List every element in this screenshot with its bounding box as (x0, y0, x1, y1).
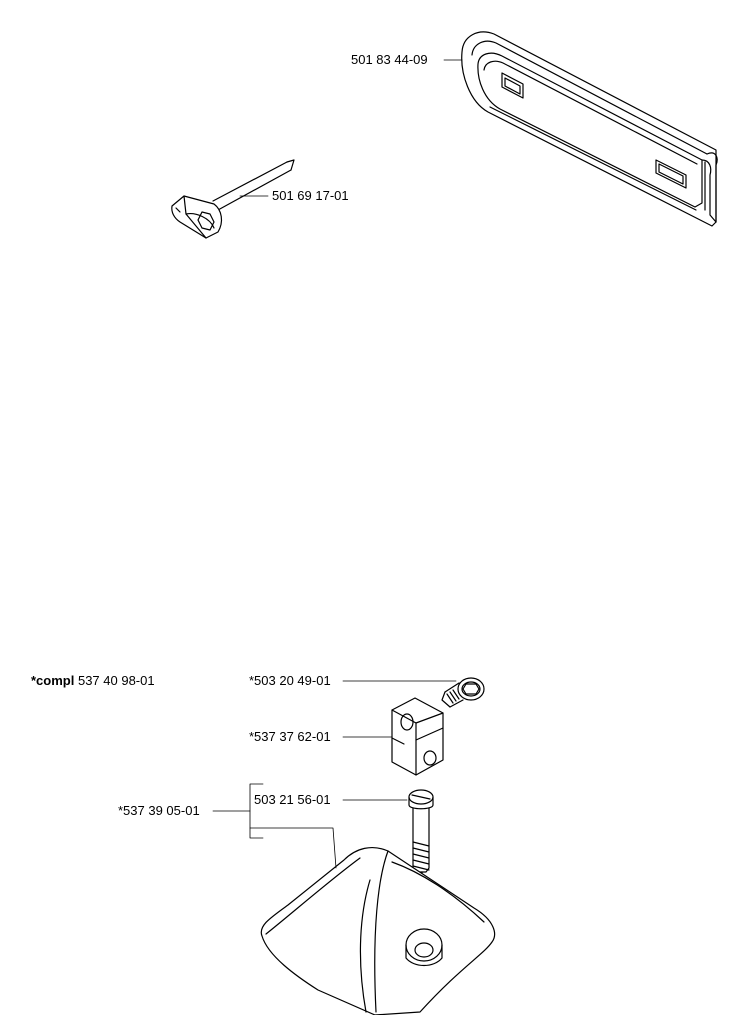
part-number-wrench: 501 69 17-01 (272, 188, 349, 203)
bar-cover-drawing (461, 31, 718, 227)
part-number-clamp-block: *537 37 62-01 (249, 729, 331, 744)
kit-number: 537 40 98-01 (77, 673, 155, 688)
clamp-block-drawing (391, 697, 444, 776)
top-screw-drawing (441, 677, 485, 708)
guard-plate-drawing (260, 847, 496, 1015)
part-number-screw-top: *503 20 49-01 (249, 673, 331, 688)
leader-lines (212, 59, 463, 869)
part-number-guard-assembly: *537 39 05-01 (118, 803, 200, 818)
part-number-kit-complete: *compl 537 40 98-01 (31, 673, 155, 689)
kit-prefix: *compl (31, 673, 75, 688)
part-number-bar-cover: 501 83 44-09 (351, 52, 428, 67)
part-number-screw-bottom: 503 21 56-01 (254, 792, 331, 807)
combination-wrench-drawing (171, 159, 295, 239)
